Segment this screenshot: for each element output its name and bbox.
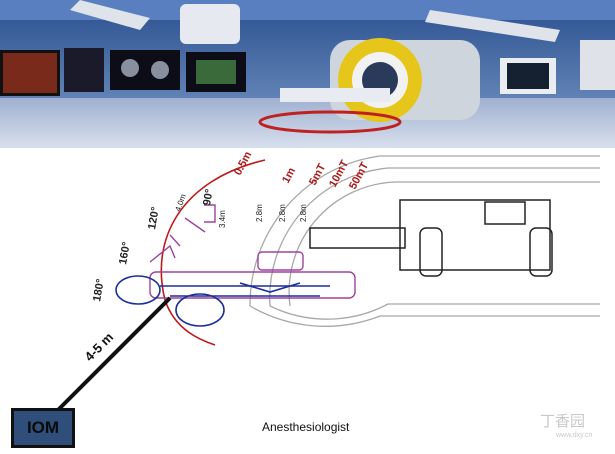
mri-magnet-outline [309, 199, 553, 277]
ring-label-2.8m-c: 2.8m [299, 204, 308, 222]
operating-room-photo [0, 0, 615, 148]
ring-label-2.8m-b: 2.8m [278, 204, 287, 222]
iom-box: IOM [11, 408, 75, 448]
iom-label: IOM [26, 418, 60, 437]
distance-line [56, 296, 172, 412]
angle-label-120: 120° [146, 206, 162, 231]
watermark-logo: 丁香园 [540, 412, 586, 430]
angle-label-90: 90° [201, 188, 216, 206]
anesthesia-workstation [115, 275, 330, 327]
room-layout-diagram: 0.5m 1m 5mT 10mT 50mT 2.8m 2.8m 2.8m 3.4… [0, 148, 615, 454]
patient-table-outline [149, 204, 356, 299]
ring-label-2.8m-a: 2.8m [255, 204, 264, 222]
ring-label-1m: 1m [280, 166, 298, 186]
angle-label-160: 160° [117, 241, 133, 266]
field-rings [249, 155, 600, 327]
angle-label-180: 180° [91, 278, 107, 303]
anesthesiologist-label: Anesthesiologist [262, 420, 350, 434]
watermark-url: www.dxy.cn [556, 432, 593, 439]
small-label-3.4m: 3.4m [218, 210, 227, 228]
red-safety-arc [160, 159, 266, 346]
